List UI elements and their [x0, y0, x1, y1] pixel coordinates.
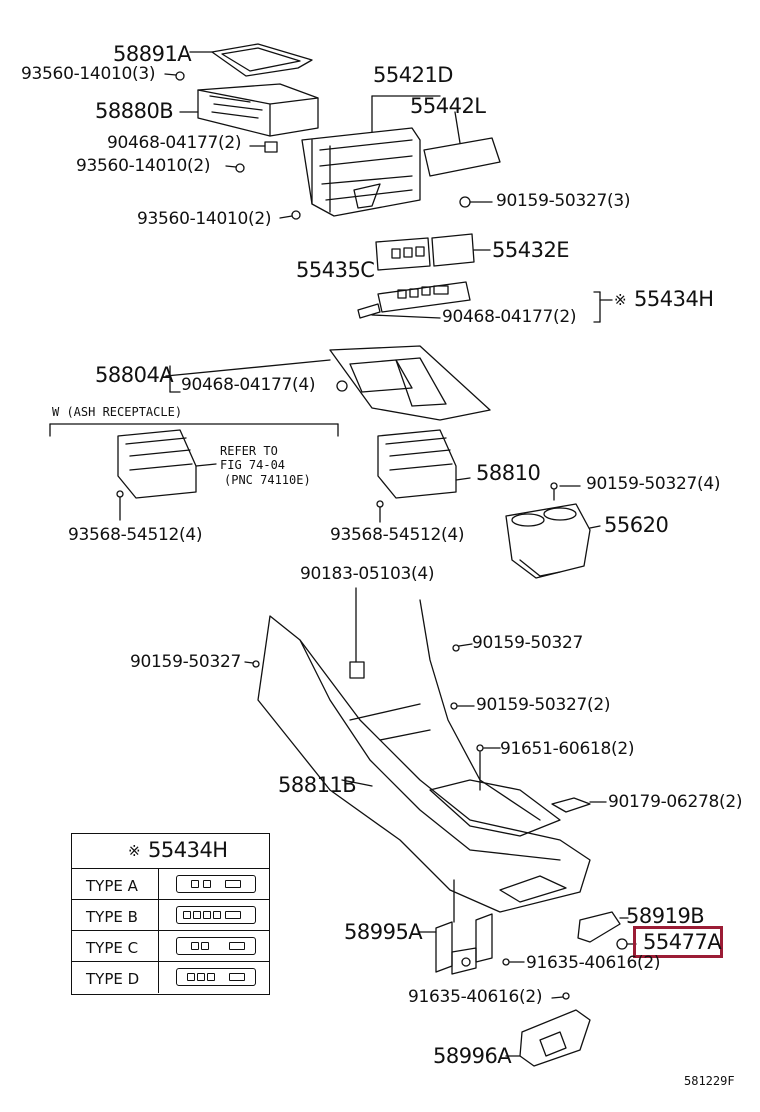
console-body-58811b-part: [257, 587, 591, 913]
bracket-55421d-part: [301, 95, 441, 217]
part-label-55434h[interactable]: 55434H: [634, 287, 714, 311]
part-label-55421d[interactable]: 55421D: [373, 63, 453, 87]
ash-receptacle-bracket: [49, 423, 339, 437]
bezel-58804a-part: [165, 345, 491, 421]
part-label-93568-54512-4b[interactable]: 93568-54512(4): [330, 525, 465, 545]
bolt-icon: [164, 71, 185, 81]
switch-layout-icon: [176, 875, 256, 893]
part-label-58919b[interactable]: 58919B: [626, 904, 705, 928]
clip-90179-part: [551, 797, 607, 813]
part-label-58995a[interactable]: 58995A: [344, 920, 423, 944]
note-mark-icon: ※: [614, 291, 627, 309]
part-58919b: [577, 911, 629, 943]
part-label-91635-40616-2a[interactable]: 91635-40616(2): [526, 953, 661, 973]
ash-receptacle-right-part: [376, 429, 471, 523]
table-row: TYPE A: [72, 869, 269, 900]
ash-receptacle-left-part: [116, 429, 217, 521]
switch-layout-icon: [176, 906, 256, 924]
lid-58891a-part: [189, 43, 313, 77]
panel-55442l-part: [423, 111, 501, 177]
part-label-90468-04177-4[interactable]: 90468-04177(4): [181, 375, 316, 395]
part-label-90179-06278-2[interactable]: 90179-06278(2): [608, 792, 743, 812]
part-label-93560-14010-3[interactable]: 93560-14010(3): [21, 64, 156, 84]
part-label-90468-04177-2b[interactable]: 90468-04177(2): [442, 307, 577, 327]
part-label-90159-50327-4[interactable]: 90159-50327(4): [586, 474, 721, 494]
screw-icon: [502, 958, 570, 1000]
note-mark-icon: ※: [128, 842, 141, 860]
bolt-icon: [244, 643, 501, 791]
table-row: TYPE D: [72, 962, 269, 993]
part-label-93560-14010-2a[interactable]: 93560-14010(2): [76, 156, 211, 176]
type-label: TYPE A: [86, 877, 138, 895]
part-label-91635-40616-2b[interactable]: 91635-40616(2): [408, 987, 543, 1007]
part-label-58891a[interactable]: 58891A: [113, 42, 192, 66]
part-label-93568-54512-4a[interactable]: 93568-54512(4): [68, 525, 203, 545]
bracket-58995a-part: [417, 879, 493, 975]
part-label-58996a[interactable]: 58996A: [433, 1044, 512, 1068]
part-label-90159-50327-2[interactable]: 90159-50327(2): [476, 695, 611, 715]
switch-layout-icon: [176, 937, 256, 955]
part-label-58811b[interactable]: 58811B: [278, 773, 357, 797]
type-label: TYPE D: [86, 970, 140, 988]
box-58880b-part: [179, 83, 319, 137]
part-label-55620[interactable]: 55620: [604, 513, 669, 537]
part-label-55442l[interactable]: 55442L: [410, 94, 486, 118]
type-label: TYPE C: [86, 939, 139, 957]
type-table: ※ 55434H TYPE A TYPE B TYPE C TYPE D: [71, 833, 270, 995]
cupholder-55620-part: [505, 482, 601, 579]
part-label-90159-50327-d[interactable]: 90159-50327: [130, 652, 241, 672]
part-label-90159-50327-c[interactable]: 90159-50327: [472, 633, 583, 653]
part-label-55435c[interactable]: 55435C: [296, 258, 375, 282]
part-label-58804a[interactable]: 58804A: [95, 363, 174, 387]
table-row: TYPE B: [72, 900, 269, 931]
refer-note-line-1: REFER TO: [220, 444, 278, 458]
part-label-91651-60618-2[interactable]: 91651-60618(2): [500, 739, 635, 759]
type-table-title: 55434H: [148, 838, 228, 862]
screw-icon: [459, 196, 493, 208]
switch-55432e-part: [431, 233, 491, 267]
switch-layout-icon: [176, 968, 256, 986]
type-label: TYPE B: [86, 908, 138, 926]
part-label-55432e[interactable]: 55432E: [492, 238, 570, 262]
part-58996a: [505, 1009, 591, 1067]
ash-receptacle-note: W (ASH RECEPTACLE): [52, 405, 183, 419]
refer-note-line-2: FIG 74-04: [220, 458, 286, 472]
part-label-90159-50327-3[interactable]: 90159-50327(3): [496, 191, 631, 211]
switch-55435c-part: [375, 237, 431, 271]
highlight-box: [633, 926, 723, 958]
type-table-header: ※ 55434H: [72, 834, 269, 869]
switch-55434h-part: [357, 281, 613, 323]
clip-icon: [249, 141, 278, 153]
part-label-90183-05103-4[interactable]: 90183-05103(4): [300, 564, 435, 584]
table-row: TYPE C: [72, 931, 269, 962]
part-label-55477a[interactable]: 55477A: [643, 930, 722, 954]
figure-code: 581229F: [684, 1074, 735, 1088]
part-label-58810[interactable]: 58810: [476, 461, 541, 485]
refer-note-line-3: (PNC 74110E): [224, 473, 311, 487]
screw-icon: [225, 163, 301, 220]
part-label-93560-14010-2b[interactable]: 93560-14010(2): [137, 209, 272, 229]
part-label-58880b[interactable]: 58880B: [95, 99, 174, 123]
part-label-90468-04177-2a[interactable]: 90468-04177(2): [107, 133, 242, 153]
